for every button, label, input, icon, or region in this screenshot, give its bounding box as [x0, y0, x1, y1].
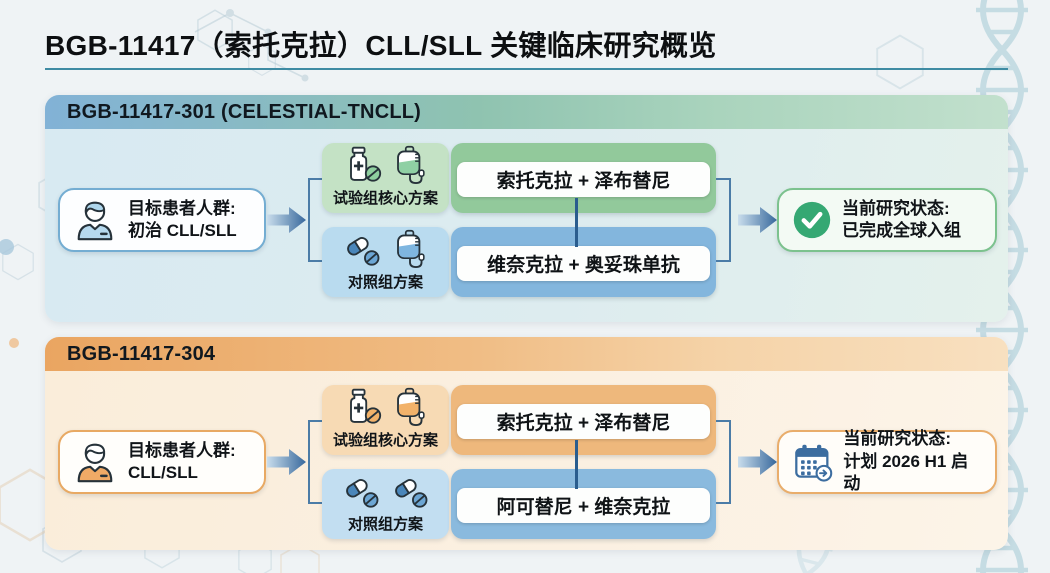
- arms-connector-line: [575, 440, 578, 489]
- experimental-regimen-box: 索托克拉 + 泽布替尼: [451, 143, 716, 213]
- pill-bottle-icon: [350, 146, 382, 182]
- iv-bag-icon: [397, 145, 425, 184]
- merge-bracket: [716, 420, 731, 504]
- control-regimen-box: 阿可替尼 + 维奈克拉: [451, 469, 716, 539]
- control-arm-iconbox: 对照组方案: [322, 469, 449, 539]
- control-regimen-text: 维奈克拉 + 奥妥珠单抗: [457, 246, 710, 281]
- experimental-arm-iconbox: 试验组核心方案: [322, 385, 449, 455]
- patient-label-line1: 目标患者人群:: [128, 198, 236, 218]
- patient-box: 目标患者人群: CLL/SLL: [58, 430, 266, 494]
- dot-decoration: [9, 338, 19, 348]
- title-divider: [45, 68, 1008, 70]
- split-bracket: [308, 178, 323, 262]
- panel-301-header: BGB-11417-301 (CELESTIAL-TNCLL): [45, 95, 1008, 129]
- status-label-line2: 计划 2026 H1 启动: [843, 451, 969, 494]
- study-status-box: 当前研究状态: 已完成全球入组: [777, 188, 997, 252]
- status-label-line1: 当前研究状态:: [842, 198, 950, 218]
- pill-bottle-icon: [350, 388, 382, 424]
- arms-connector-line: [575, 198, 578, 247]
- calendar-launch-icon: [795, 444, 833, 482]
- patient-label-line2: CLL/SLL: [128, 463, 198, 482]
- capsule-pill-icon: [346, 479, 379, 508]
- experimental-regimen-text: 索托克拉 + 泽布替尼: [457, 162, 710, 197]
- patient-label-line2: 初治 CLL/SLL: [128, 221, 237, 240]
- control-arm-label: 对照组方案: [347, 274, 423, 291]
- capsule-pill-icon: [347, 237, 380, 266]
- flow-arrow-icon: [738, 449, 777, 475]
- check-circle-icon: [793, 201, 831, 239]
- merge-bracket: [716, 178, 731, 262]
- dot-decoration: [0, 239, 14, 255]
- patient-icon: [77, 443, 113, 483]
- control-arm-iconbox: 对照组方案: [322, 227, 449, 297]
- panel-304-header-label: BGB-11417-304: [67, 342, 216, 365]
- study-panel-301: BGB-11417-301 (CELESTIAL-TNCLL) 目标患者人群: …: [45, 95, 1008, 322]
- experimental-arm-label: 试验组核心方案: [332, 432, 438, 449]
- control-arm-label: 对照组方案: [347, 516, 423, 533]
- flow-arrow-icon: [738, 207, 777, 233]
- study-status-box: 当前研究状态: 计划 2026 H1 启动: [777, 429, 997, 494]
- experimental-regimen-text: 索托克拉 + 泽布替尼: [457, 404, 710, 439]
- iv-bag-icon: [397, 387, 425, 426]
- status-label-line1: 当前研究状态:: [843, 429, 952, 449]
- control-regimen-text: 阿可替尼 + 维奈克拉: [457, 488, 710, 523]
- experimental-arm-iconbox: 试验组核心方案: [322, 143, 449, 213]
- experimental-arm-label: 试验组核心方案: [332, 190, 438, 207]
- study-panel-304: BGB-11417-304 目标患者人群: CLL/SLL: [45, 337, 1008, 550]
- status-label-line2: 已完成全球入组: [842, 221, 961, 240]
- iv-bag-icon: [397, 229, 425, 268]
- patient-icon: [77, 201, 113, 241]
- page-title: BGB-11417（索托克拉）CLL/SLL 关键临床研究概览: [45, 30, 717, 61]
- capsule-pill-icon: [395, 479, 428, 508]
- experimental-regimen-box: 索托克拉 + 泽布替尼: [451, 385, 716, 455]
- patient-box: 目标患者人群: 初治 CLL/SLL: [58, 188, 266, 252]
- patient-label-line1: 目标患者人群:: [128, 440, 236, 460]
- control-regimen-box: 维奈克拉 + 奥妥珠单抗: [451, 227, 716, 297]
- panel-301-header-label: BGB-11417-301 (CELESTIAL-TNCLL): [67, 100, 422, 123]
- panel-304-header: BGB-11417-304: [45, 337, 1008, 371]
- flow-arrow-icon: [267, 449, 306, 475]
- flow-arrow-icon: [267, 207, 306, 233]
- split-bracket: [308, 420, 323, 504]
